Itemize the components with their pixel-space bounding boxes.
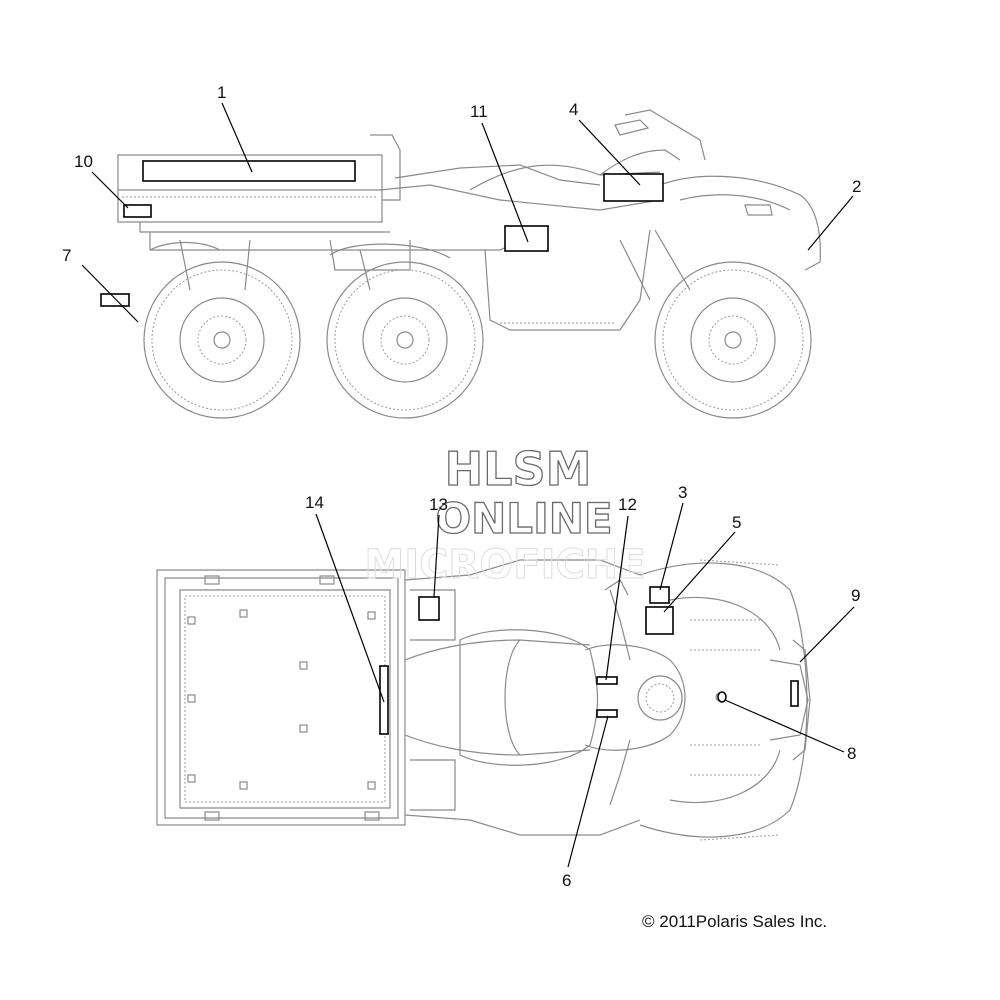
callout-numbers: 1 2 3 4 5 6 7 8 9 10 11 12 13 14 bbox=[62, 83, 861, 890]
decal-10 bbox=[123, 204, 152, 218]
decal-13 bbox=[418, 596, 440, 621]
decal-7 bbox=[100, 293, 130, 307]
callout-7: 7 bbox=[62, 246, 71, 265]
callout-14: 14 bbox=[305, 493, 324, 512]
watermark: MICROFICHE HLSM ONLINE bbox=[364, 441, 646, 588]
leader-lines bbox=[81, 102, 855, 868]
decal-3 bbox=[649, 586, 670, 604]
callout-2: 2 bbox=[852, 177, 861, 196]
decal-14 bbox=[379, 665, 389, 735]
callout-8: 8 bbox=[847, 744, 856, 763]
decal-12 bbox=[596, 676, 618, 685]
callout-10: 10 bbox=[74, 152, 93, 171]
callout-6: 6 bbox=[562, 871, 571, 890]
side-rear-wheel-2 bbox=[326, 261, 484, 419]
top-view-vehicle bbox=[156, 559, 811, 841]
callout-5: 5 bbox=[732, 513, 741, 532]
watermark-line-1: HLSM bbox=[445, 442, 592, 496]
callout-3: 3 bbox=[678, 483, 687, 502]
side-front-wheel bbox=[654, 261, 812, 419]
callout-1: 1 bbox=[217, 83, 226, 102]
decal-1 bbox=[142, 160, 356, 182]
callout-11: 11 bbox=[470, 102, 488, 121]
decal-5 bbox=[645, 606, 674, 635]
side-rear-wheel-1 bbox=[143, 261, 301, 419]
callout-13: 13 bbox=[429, 495, 448, 514]
copyright-text: © 2011Polaris Sales Inc. bbox=[642, 912, 827, 931]
side-view-vehicle bbox=[117, 109, 821, 419]
watermark-line-2: ONLINE bbox=[435, 494, 612, 543]
callout-9: 9 bbox=[851, 586, 860, 605]
decal-9 bbox=[790, 680, 799, 707]
watermark-line-3: MICROFICHE bbox=[364, 542, 645, 588]
callout-12: 12 bbox=[618, 495, 637, 514]
decal-8 bbox=[717, 691, 727, 703]
decal-6 bbox=[596, 709, 618, 718]
callout-4: 4 bbox=[569, 100, 578, 119]
